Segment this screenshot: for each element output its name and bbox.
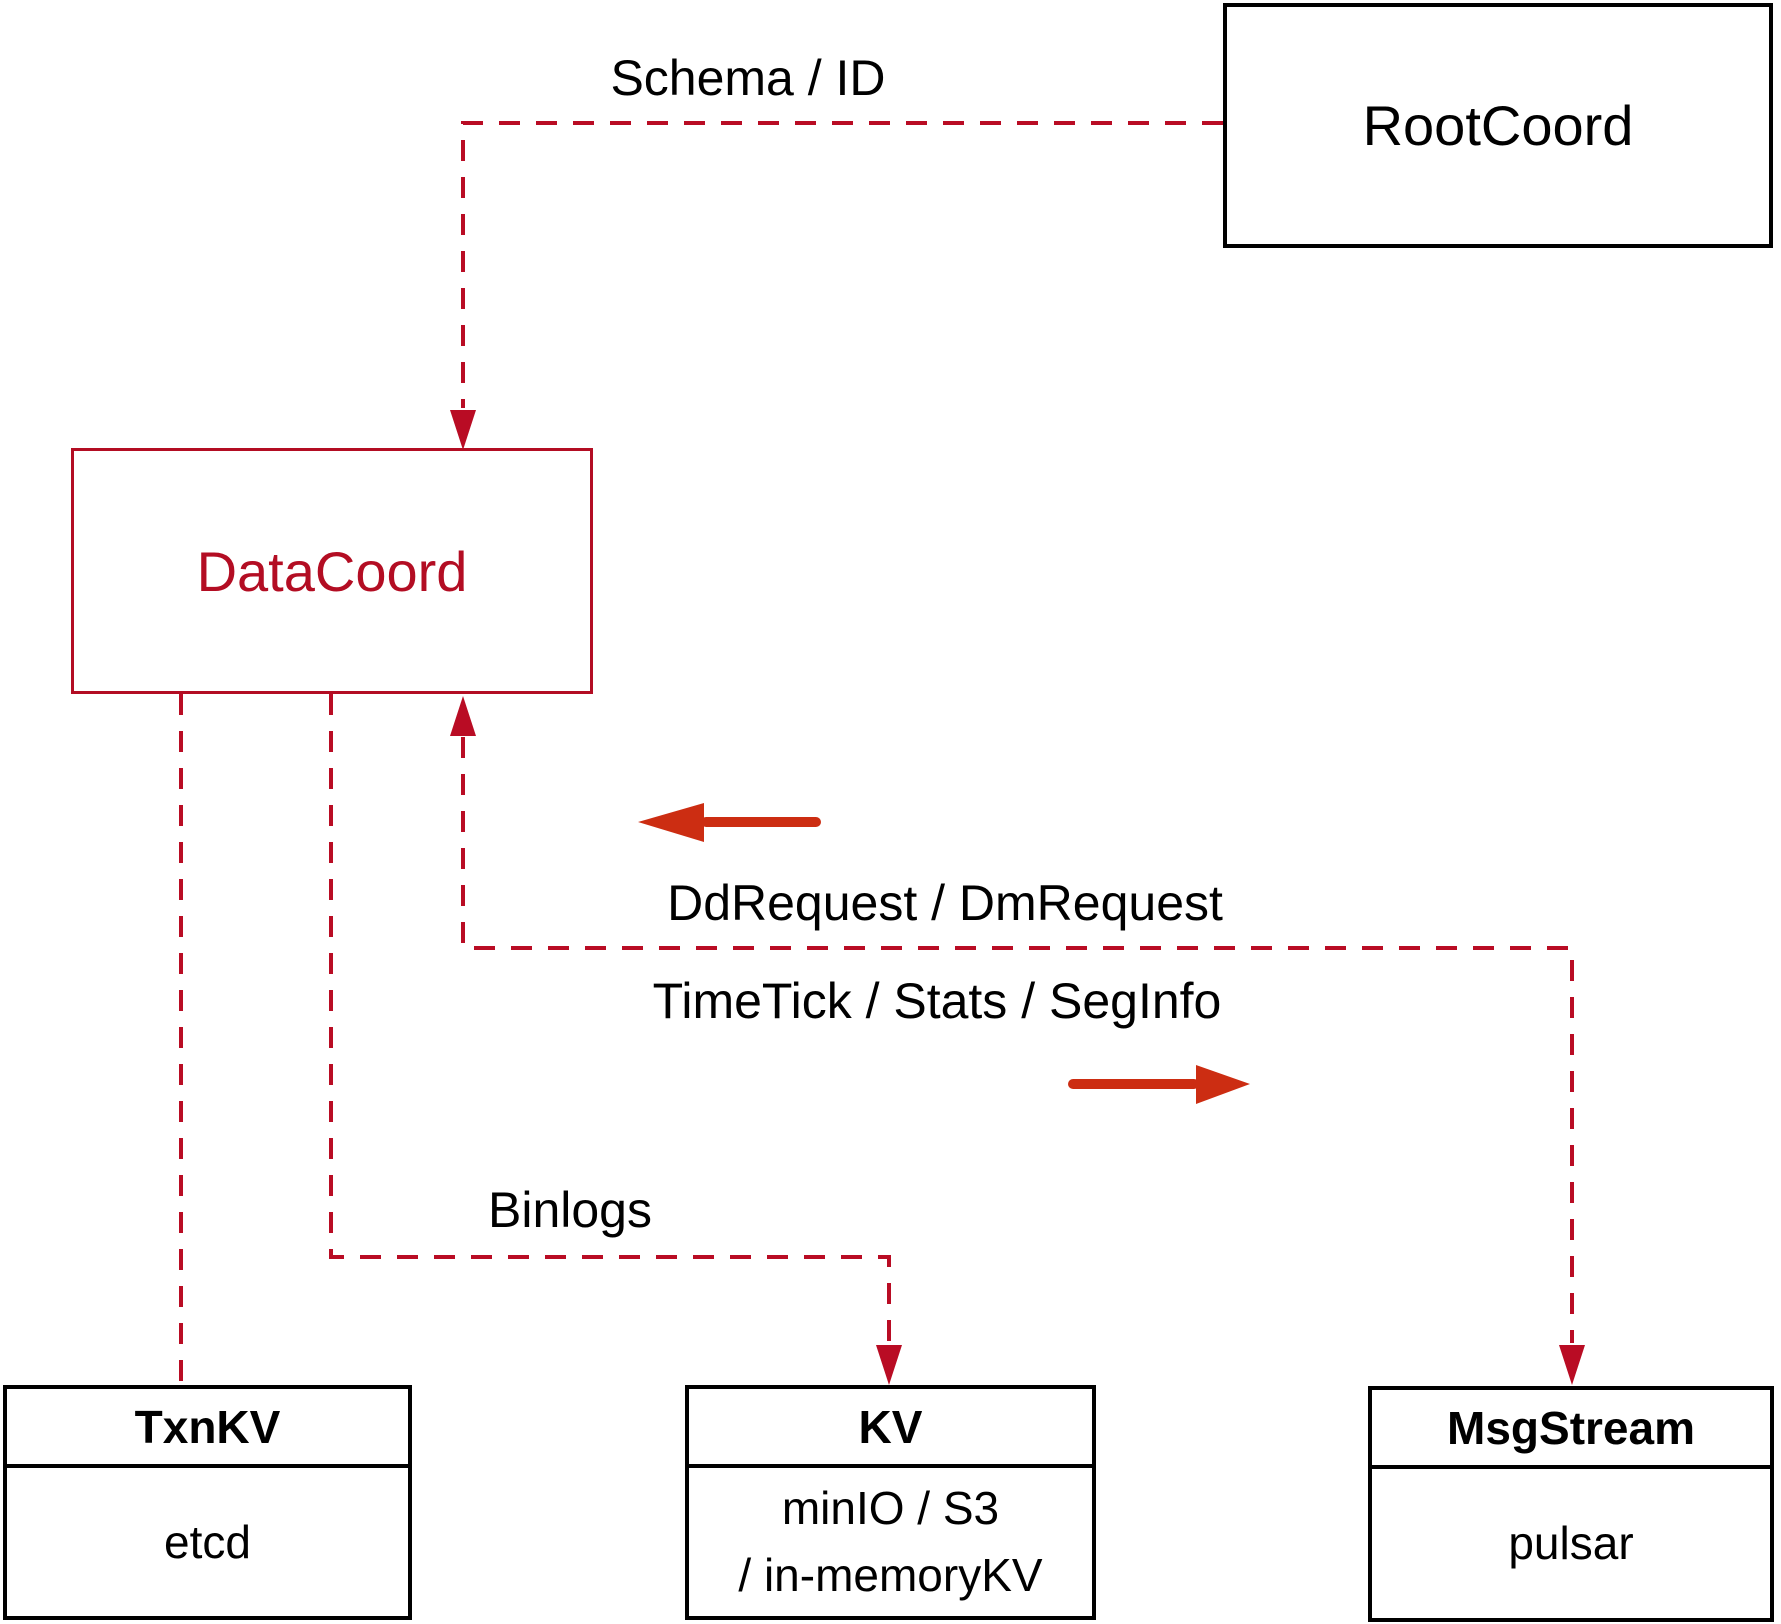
msgstream-node: MsgStream pulsar bbox=[1368, 1386, 1774, 1622]
rootcoord-node: RootCoord bbox=[1223, 3, 1773, 248]
left-direction-arrow-icon bbox=[638, 803, 821, 842]
datacoord-top-arrowhead-icon bbox=[450, 410, 476, 450]
edge-label-ddrequest-dmrequest: DdRequest / DmRequest bbox=[667, 875, 1223, 931]
kv-node: KV minIO / S3 / in-memoryKV bbox=[685, 1385, 1096, 1620]
edge-label-schema-id: Schema / ID bbox=[610, 50, 886, 106]
edge-label-binlogs: Binlogs bbox=[488, 1182, 652, 1238]
txnkv-title: TxnKV bbox=[7, 1389, 408, 1468]
datacoord-node: DataCoord bbox=[71, 448, 593, 694]
datacoord-bottom-arrowhead-icon bbox=[450, 696, 476, 736]
kv-subtitle-line2: / in-memoryKV bbox=[738, 1549, 1043, 1601]
binlogs-connector bbox=[329, 694, 891, 1343]
txnkv-node: TxnKV etcd bbox=[3, 1385, 412, 1620]
msgstream-arrowhead-icon bbox=[1559, 1345, 1585, 1385]
datacoord-msgstream-connector bbox=[461, 737, 1574, 1343]
kv-subtitle-line1: minIO / S3 bbox=[781, 1482, 1000, 1534]
right-direction-arrow-icon bbox=[1068, 1065, 1250, 1104]
rootcoord-label: RootCoord bbox=[1362, 94, 1634, 157]
edge-label-timetick-stats-seginfo: TimeTick / Stats / SegInfo bbox=[652, 973, 1222, 1029]
kv-title: KV bbox=[689, 1389, 1092, 1468]
txnkv-subtitle: etcd bbox=[164, 1515, 251, 1568]
kv-arrowhead-icon bbox=[876, 1345, 902, 1385]
datacoord-label: DataCoord bbox=[196, 539, 468, 603]
msgstream-title: MsgStream bbox=[1372, 1390, 1770, 1469]
schema-id-connector bbox=[461, 121, 1223, 408]
msgstream-subtitle: pulsar bbox=[1508, 1517, 1634, 1569]
